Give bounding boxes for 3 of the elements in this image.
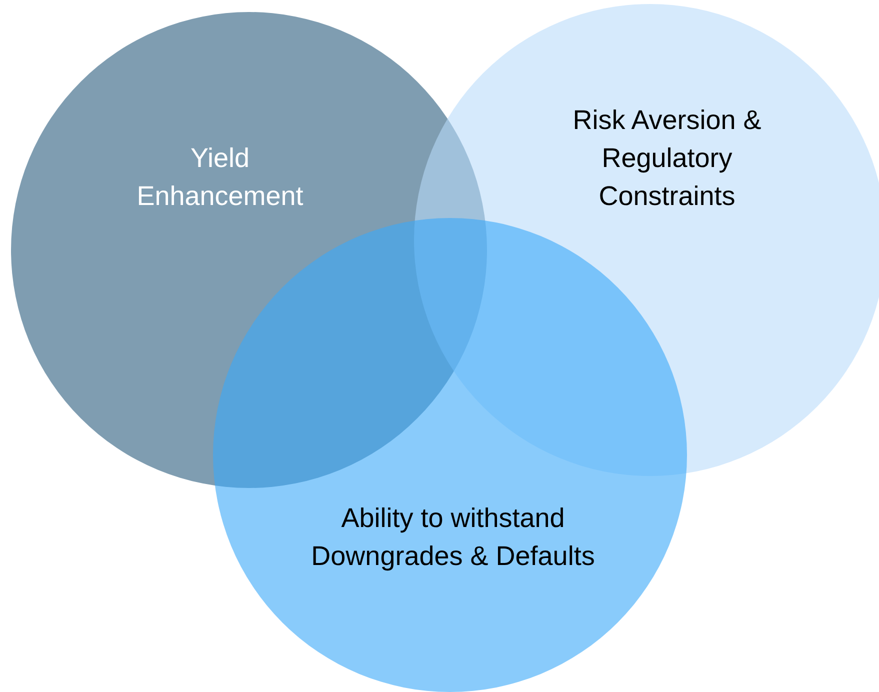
circle-label: Yield Enhancement [136,142,304,213]
circle-label: Risk Aversion & Regulatory Constraints [572,104,762,213]
circle-label: Ability to withstand Downgrades & Defaults [310,502,596,573]
